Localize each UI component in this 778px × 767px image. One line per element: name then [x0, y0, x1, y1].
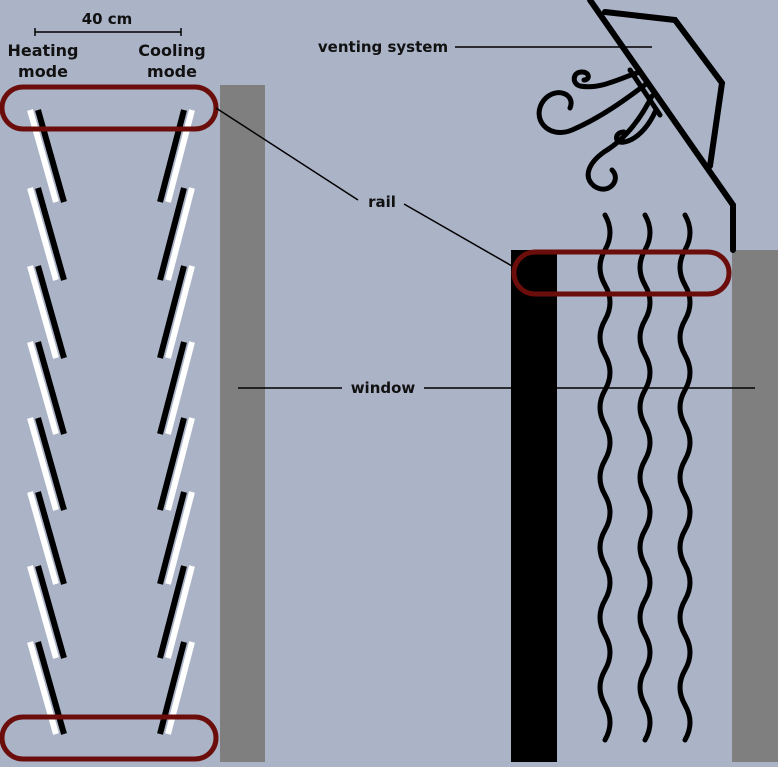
cooling-slat — [157, 109, 195, 203]
cooling-slat — [157, 265, 195, 359]
heating-mode-label-line1: Heating — [7, 41, 78, 60]
airflow-line — [677, 212, 693, 743]
heating-slat — [27, 109, 67, 203]
heating-slat — [27, 187, 67, 281]
heating-slat — [27, 417, 67, 511]
window-frame — [511, 250, 557, 762]
cooling-mode-label-line2: mode — [147, 62, 197, 81]
cooling-slat — [157, 417, 195, 511]
venting-system-label: venting system — [318, 38, 448, 56]
rail-right — [511, 249, 732, 297]
bottom-rail-left — [0, 714, 219, 762]
heating-slat — [27, 491, 67, 585]
width-label: 40 cm — [82, 10, 133, 28]
left-window-pane — [220, 85, 265, 762]
heating-slat — [27, 565, 67, 659]
cooling-mode-label-line1: Cooling — [138, 41, 206, 60]
heating-mode-label-line2: mode — [18, 62, 68, 81]
heating-slat — [27, 265, 67, 359]
airflow-line — [637, 212, 653, 743]
cooling-slat — [157, 491, 195, 585]
vent-hood-icon — [587, 0, 736, 253]
rail-label: rail — [368, 193, 396, 211]
cooling-slat — [157, 187, 195, 281]
heating-slat — [27, 341, 67, 435]
leader-lines — [215, 46, 755, 389]
airflow-line — [597, 212, 613, 743]
cooling-slat — [157, 565, 195, 659]
window-label: window — [351, 379, 416, 397]
right-window-pane — [732, 250, 778, 762]
vent-swirl-icon — [536, 67, 663, 192]
width-dimension — [34, 28, 182, 36]
airflow-icon — [597, 212, 693, 743]
cooling-slat — [157, 341, 195, 435]
